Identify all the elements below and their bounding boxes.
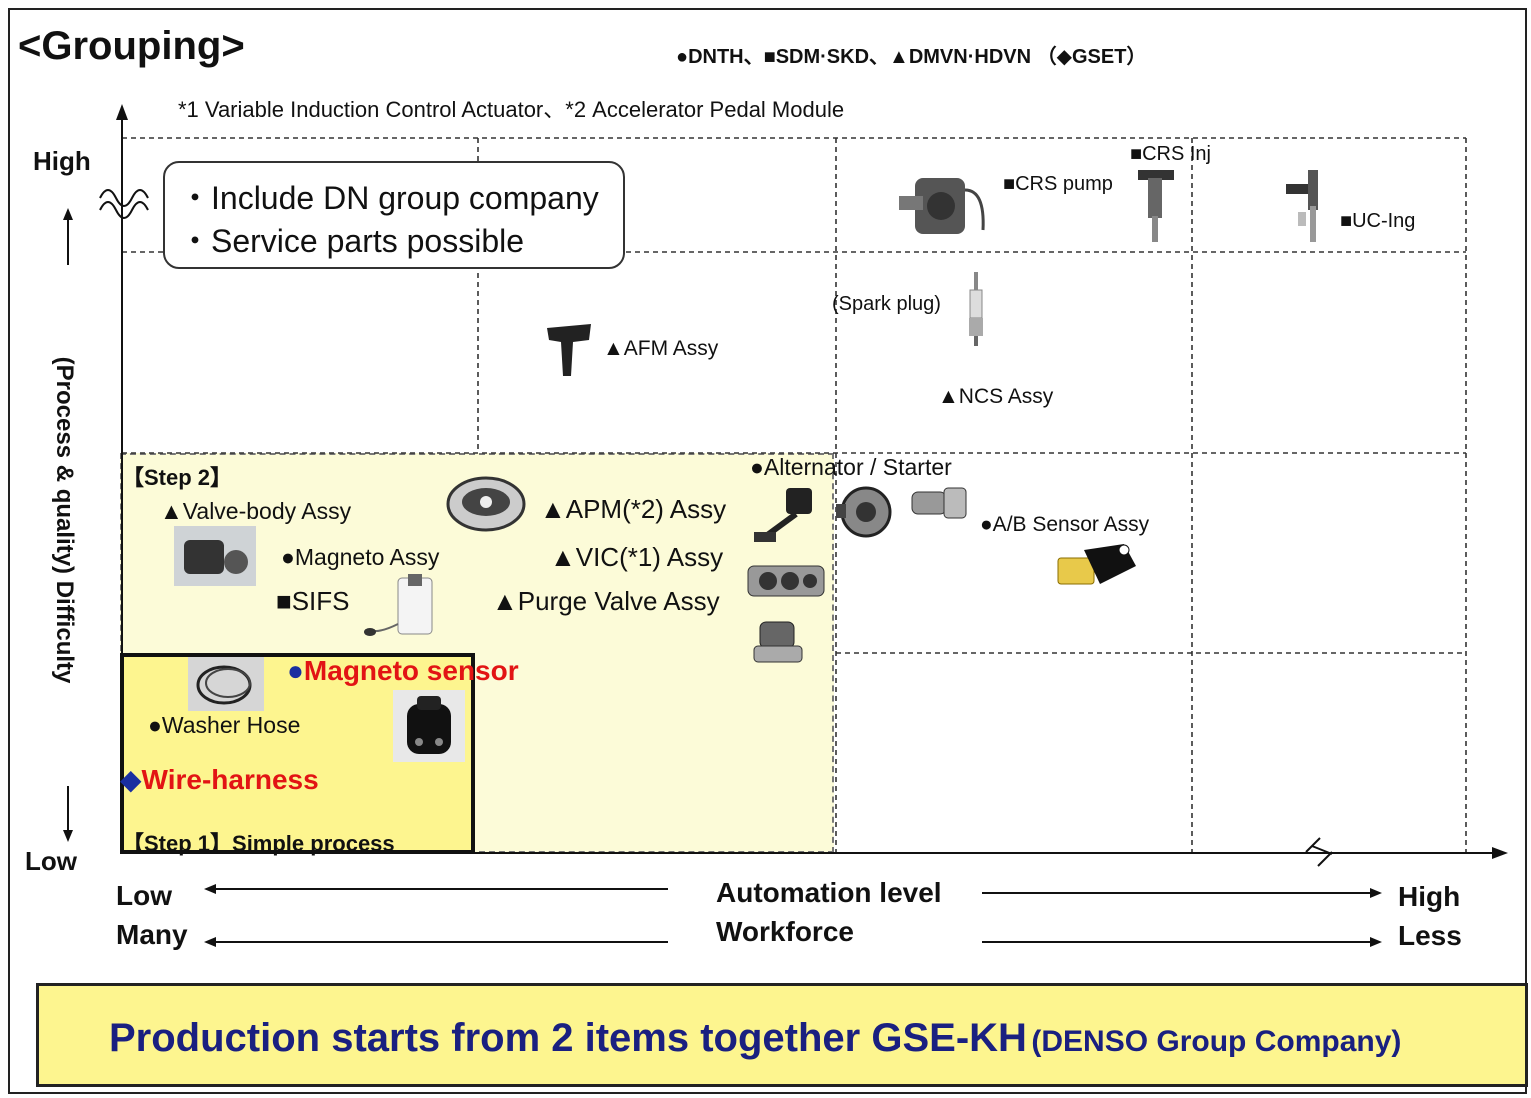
starter-image [911,487,967,519]
step1-label: 【Step 1】Simple process [122,831,395,856]
y-axis-arrowhead [116,104,128,120]
washer-hose-label: ●Washer Hose [148,712,301,738]
magneto-sensor-image [393,690,465,762]
vic-assy-label: ▲VIC(*1) Assy [550,542,724,572]
workforce-less-label: Less [1398,920,1462,951]
alternator-starter-label: ●Alternator / Starter [750,454,952,480]
banner-text: Production starts from 2 items together … [109,1016,1401,1061]
apm-pedal-image [754,488,812,542]
x-axis-break-icon [1305,837,1333,867]
y-down-arrowhead [63,830,73,842]
magneto-sensor-label: Magneto sensor [303,655,519,686]
washer-hose-image [188,657,264,711]
automation-low-label: Low [116,880,172,911]
alternator-image [836,486,892,538]
crs-injector-label: ■CRS Inj [1130,143,1211,165]
purge-valve-label: ▲Purge Valve Assy [492,586,720,616]
marker-legend: ●DNTH、■SDM·SKD、▲DMVN·HDVN （◆GSET） [676,46,1147,68]
step2-label: 【Step 2】 [122,465,233,490]
uc-ing-label: ■UC-Ing [1340,210,1416,232]
banner-sub-text: (DENSO Group Company) [1031,1025,1402,1058]
magneto-sensor-dot-icon: ● [287,655,304,686]
purge-valve-image [753,621,803,663]
y-axis-title: (Process & quality) Difficulty [51,356,78,684]
y-up-arrowhead [63,208,73,220]
apm-assy-label: ▲APM(*2) Assy [540,494,727,524]
dashed-grid [122,137,1467,853]
y-axis-break-icon [99,189,149,219]
automation-high-label: High [1398,881,1461,912]
note-box: ・Include DN group company ・Service parts… [163,161,625,269]
automation-left-arrowhead [204,884,216,894]
crs-pump-image [899,178,985,234]
ab-sensor-label: ●A/B Sensor Assy [980,513,1150,536]
note-line-1: ・Include DN group company [179,180,599,216]
spark-plug-label: (Spark plug) [832,293,941,315]
wire-harness-label: Wire-harness [141,764,319,795]
magneto-assy-image [446,476,526,532]
automation-level-label: Automation level [716,877,942,908]
automation-right-arrowhead [1370,888,1382,898]
crs-pump-label: ■CRS pump [1003,173,1113,195]
slide-title: <Grouping> [18,24,245,68]
afm-sensor-image [547,324,591,376]
y-low-label: Low [25,846,77,876]
note-line-2: ・Service parts possible [179,223,525,259]
valve-body-label: ▲Valve-body Assy [160,498,352,524]
workforce-label: Workforce [716,916,854,947]
footnote: *1 Variable Induction Control Actuator、*… [178,97,845,122]
slide-frame [8,8,1527,1094]
sifs-image [364,574,433,636]
workforce-left-arrowhead [204,937,216,947]
wire-harness-diamond-icon: ◆ [120,764,142,795]
magneto-assy-label: ●Magneto Assy [281,544,440,570]
y-high-label: High [33,146,91,176]
wire-harness-marker: ◆Wire-harness [120,763,319,796]
sifs-label: ■SIFS [276,586,350,616]
vic-actuator-image [747,565,825,597]
workforce-many-label: Many [116,919,188,950]
banner-main-text: Production starts from 2 items together … [109,1016,1027,1060]
spark-plug-image [969,272,983,346]
ab-sensor-image [1057,544,1136,585]
valve-body-image [174,526,256,586]
afm-assy-label: ▲AFM Assy [603,337,719,360]
x-axis-arrowhead [1492,847,1508,859]
magneto-sensor-marker: ●Magneto sensor [287,655,519,687]
ncs-assy-label: ▲NCS Assy [938,385,1054,408]
workforce-right-arrowhead [1370,937,1382,947]
uc-injector-image [1286,170,1318,242]
conclusion-banner: Production starts from 2 items together … [36,983,1528,1087]
crs-injector-image [1138,170,1174,242]
